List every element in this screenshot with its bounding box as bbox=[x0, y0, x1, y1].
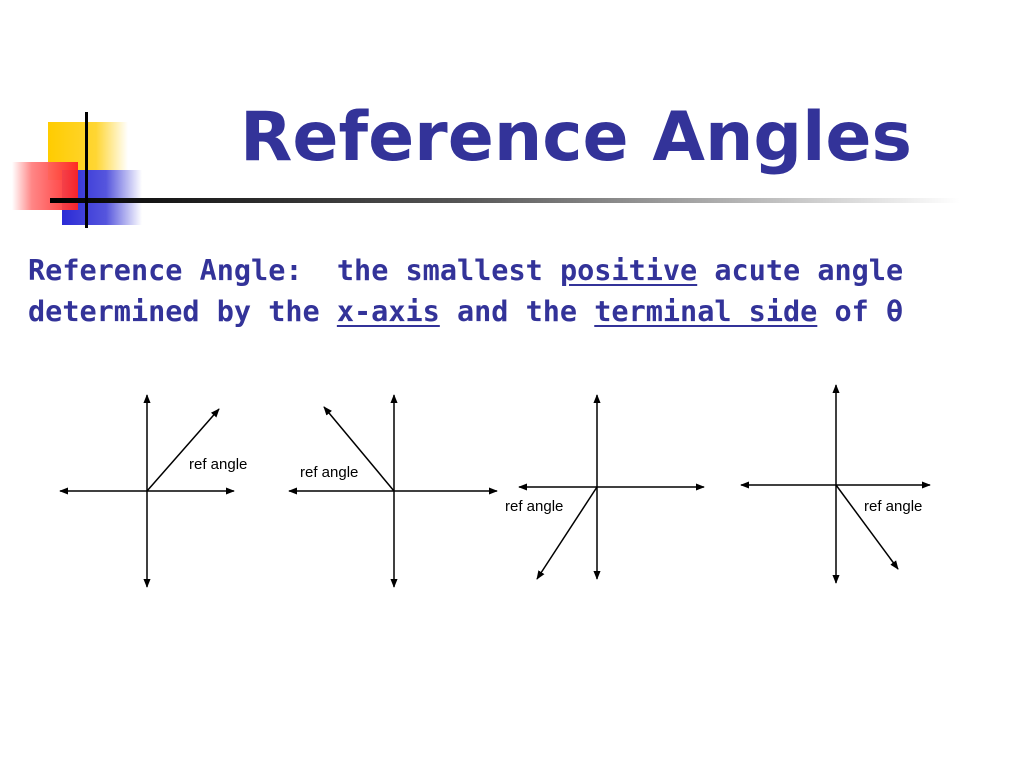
ref-angle-label: ref angle bbox=[189, 456, 247, 473]
ref-angle-label: ref angle bbox=[300, 464, 358, 481]
diagram-quadrant-1: ref angle bbox=[59, 394, 247, 588]
slide-decoration bbox=[12, 112, 960, 228]
terminal-side-ray bbox=[536, 486, 598, 580]
ref-angle-label: ref angle bbox=[505, 498, 563, 515]
emphasis-terminal-side: terminal side bbox=[594, 295, 818, 328]
diagram-quadrant-3: ref angle bbox=[505, 394, 705, 580]
title-underline bbox=[50, 198, 960, 203]
vertical-accent-line bbox=[85, 112, 88, 228]
terminal-side-ray bbox=[323, 406, 395, 492]
terminal-side-ray bbox=[146, 408, 220, 492]
definition-term: Reference Angle: bbox=[28, 254, 303, 287]
emphasis-x-axis: x-axis bbox=[336, 295, 440, 328]
page-title: Reference Angles bbox=[240, 98, 912, 177]
ref-angle-label: ref angle bbox=[864, 498, 922, 515]
terminal-side-ray bbox=[835, 484, 899, 570]
definition-text: Reference Angle: the smallest positive a… bbox=[28, 254, 904, 328]
emphasis-positive: positive bbox=[559, 254, 698, 287]
diagram-quadrant-2: ref angle bbox=[288, 394, 498, 588]
diagram-quadrant-4: ref angle bbox=[740, 384, 931, 584]
